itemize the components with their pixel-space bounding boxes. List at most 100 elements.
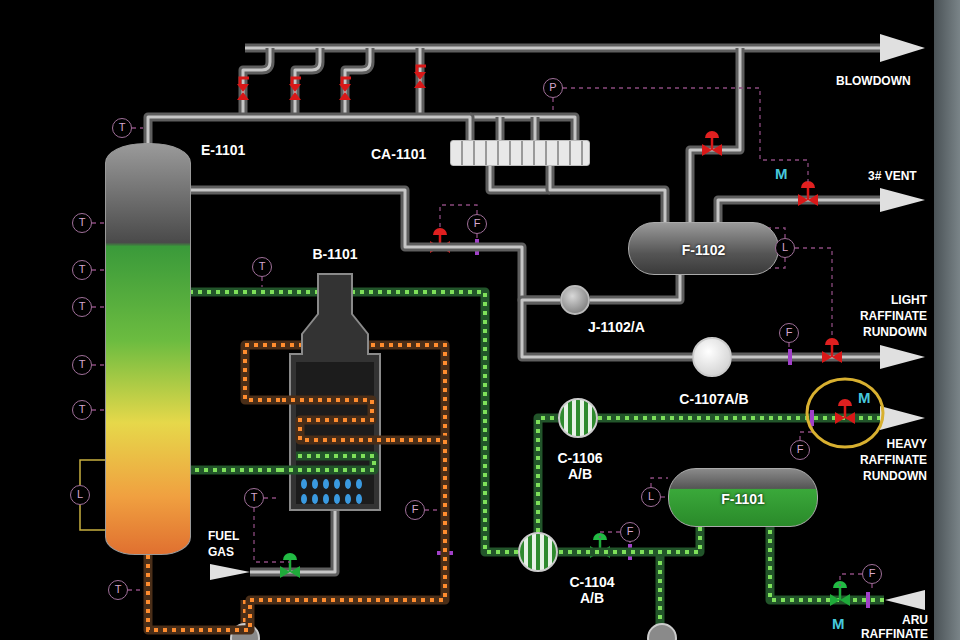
process-pipe xyxy=(243,48,270,117)
flow-element xyxy=(866,592,870,608)
instrument-bubble: T xyxy=(112,118,132,138)
instrument-tag: F xyxy=(780,324,798,341)
valve-symbol xyxy=(835,399,855,424)
furnace-graphic xyxy=(312,479,318,489)
instrument-tag: T xyxy=(73,401,91,418)
furnace-graphic xyxy=(334,494,340,504)
signal-line xyxy=(92,223,105,410)
process-pipe xyxy=(245,47,882,50)
equipment-tag: J-1102/A xyxy=(588,319,645,335)
process-pipe xyxy=(496,117,505,140)
furnace-graphic xyxy=(301,479,307,489)
signal-line xyxy=(254,508,290,562)
instrument-bubble: T xyxy=(72,297,92,317)
flow-arrow xyxy=(880,34,925,62)
instrument-bubble: T xyxy=(72,213,92,233)
signal-line xyxy=(795,248,832,338)
instrument-tag: T xyxy=(109,581,127,598)
furnace-outline xyxy=(280,272,390,512)
instrument-tag: L xyxy=(71,486,89,503)
equipment-tag: F-1102 xyxy=(629,242,778,258)
process-pipe xyxy=(490,166,550,190)
furnace-graphic xyxy=(280,456,374,470)
furnace-graphic xyxy=(345,494,351,504)
process-line xyxy=(191,190,560,300)
process-pipe xyxy=(345,48,370,117)
signal-line xyxy=(661,496,668,497)
furnace-graphic xyxy=(345,479,351,489)
level-bridle xyxy=(80,505,105,530)
instrument-bubble: T xyxy=(108,580,128,600)
air-cooler: CA-1101 xyxy=(450,140,590,166)
process-line xyxy=(538,418,558,532)
signal-line xyxy=(871,584,872,591)
valve-symbol xyxy=(414,66,426,88)
instrument-bubble: P xyxy=(543,78,563,98)
instrument-bubble: T xyxy=(252,257,272,277)
furnace-graphic xyxy=(312,494,318,504)
instrument-bubble: T xyxy=(72,400,92,420)
instrument-tag: T xyxy=(113,119,131,136)
pump: J-1102/A xyxy=(560,285,590,315)
process-line xyxy=(148,440,445,630)
furnace-graphic xyxy=(280,400,390,440)
instrument-bubble: F xyxy=(790,440,810,460)
motor-tag: M xyxy=(858,390,871,406)
signal-line xyxy=(261,277,262,287)
signal-line xyxy=(476,234,477,238)
signal-line xyxy=(563,88,808,182)
valve-symbol xyxy=(822,338,842,363)
instrument-tag: F xyxy=(406,501,424,518)
valve-symbol xyxy=(798,181,818,206)
instrument-tag: T xyxy=(73,298,91,315)
instrument-bubble: T xyxy=(244,488,264,508)
process-line xyxy=(522,300,692,357)
exchanger-circle: C-1107A/B xyxy=(692,337,732,377)
instrument-bubble: L xyxy=(775,238,795,258)
process-line xyxy=(550,166,665,222)
instrument-tag: P xyxy=(544,79,562,96)
furnace-graphic xyxy=(356,479,362,489)
stream-label: FUEL GAS xyxy=(208,528,252,560)
process-line xyxy=(148,117,470,143)
instrument-bubble: F xyxy=(405,500,425,520)
level-bridle xyxy=(80,460,105,485)
instrument-tag: T xyxy=(73,356,91,373)
stream-label: 3# VENT xyxy=(868,168,917,184)
drum-vessel: F-1102 xyxy=(628,222,779,275)
signal-line xyxy=(788,343,789,348)
signal-line xyxy=(552,98,553,112)
furnace-graphic xyxy=(356,494,362,504)
instrument-bubble: L xyxy=(70,485,90,505)
process-pipe xyxy=(732,353,882,362)
stream-label: LIGHT RAFFINATE RUNDOWN xyxy=(849,292,927,340)
flow-arrow xyxy=(880,188,925,212)
valve-symbol xyxy=(702,131,722,156)
process-line xyxy=(590,275,680,300)
process-line xyxy=(538,418,558,532)
equipment-tag: C-1106 A/B xyxy=(550,450,610,482)
furnace-graphic xyxy=(280,400,390,440)
equipment-tag: E-1101 xyxy=(201,142,245,158)
instrument-bubble: T xyxy=(72,260,92,280)
process-pipe xyxy=(295,48,320,117)
furnace-graphic xyxy=(296,362,374,504)
signal-line xyxy=(600,532,620,538)
process-pipe xyxy=(295,48,320,117)
flow-arrow xyxy=(880,406,925,430)
process-line xyxy=(590,275,680,300)
equipment-tag: C-1104 A/B xyxy=(562,574,622,606)
process-line xyxy=(590,275,680,300)
process-pipe xyxy=(490,166,550,190)
instrument-bubble: F xyxy=(862,564,882,584)
process-line xyxy=(538,418,558,532)
signal-line xyxy=(629,542,630,543)
valve-symbol xyxy=(280,553,300,578)
furnace: B-1101 xyxy=(280,272,390,512)
process-line xyxy=(550,166,665,222)
instrument-bubble: F xyxy=(779,323,799,343)
screen-edge xyxy=(934,0,960,640)
process-pipe xyxy=(245,44,882,53)
furnace-graphic xyxy=(290,274,380,510)
process-line xyxy=(191,190,560,300)
